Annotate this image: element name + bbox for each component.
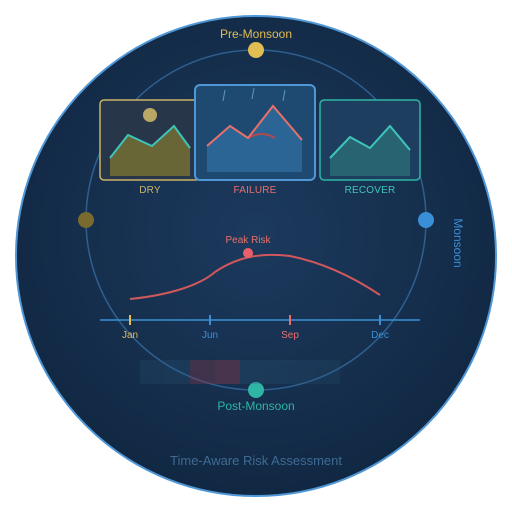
dry-season-marker: [78, 212, 94, 228]
footer-title: Time-Aware Risk Assessment: [170, 453, 342, 468]
sun-icon: [143, 108, 157, 122]
panel-label-dry: DRY: [139, 185, 161, 196]
season-label-pre-monsoon: Pre-Monsoon: [219, 27, 293, 41]
month-label-jun: Jun: [201, 330, 219, 341]
panel-failure: [194, 84, 316, 181]
heat-cell: [290, 360, 315, 384]
month-label-sep: Sep: [281, 330, 299, 341]
panel-recover: [319, 99, 421, 181]
rain-icon: [222, 87, 286, 102]
post-monsoon-marker: [248, 382, 264, 398]
heat-cell: [190, 360, 215, 384]
heat-cell: [140, 360, 165, 384]
month-label-jan: Jan: [121, 330, 139, 341]
heat-cell: [240, 360, 265, 384]
risk-heat-strip: [140, 360, 340, 384]
risk-curve: [129, 253, 381, 300]
peak-risk-label: Peak Risk: [225, 235, 271, 246]
month-label-dec: Dec: [371, 330, 389, 341]
monsoon-marker: [418, 212, 434, 228]
panel-dry: [99, 99, 201, 181]
heat-cell: [165, 360, 190, 384]
panel-label-recover: RECOVER: [344, 185, 396, 196]
pre-monsoon-marker: [248, 42, 264, 58]
peak-risk-marker: [243, 248, 253, 258]
heat-cell: [265, 360, 290, 384]
heat-cell: [315, 360, 340, 384]
season-label-post-monsoon: Post-Monsoon: [217, 399, 295, 413]
panel-label-failure: FAILURE: [233, 185, 277, 196]
season-label-monsoon: Monsoon: [451, 218, 465, 268]
heat-cell: [215, 360, 240, 384]
